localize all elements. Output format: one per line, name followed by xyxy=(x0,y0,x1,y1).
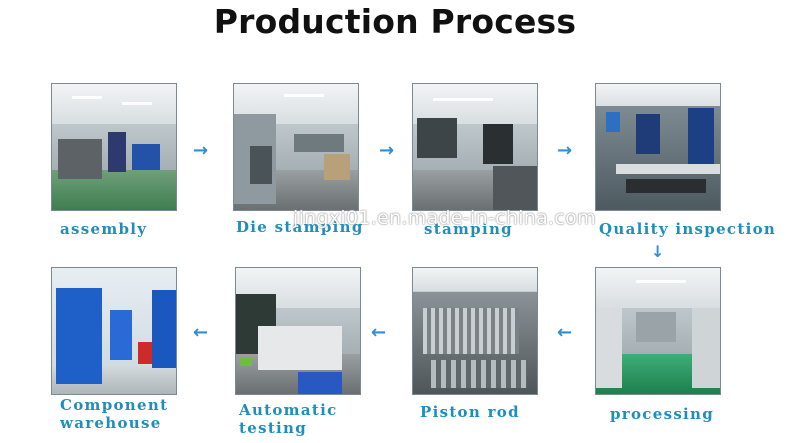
watermark-text: jingxi01.en.made-in-china.com xyxy=(293,207,596,229)
photo-automatic-testing xyxy=(235,267,361,395)
arrow-right-icon: → xyxy=(193,140,209,161)
step-label-line: Component xyxy=(60,396,169,414)
step-label-component-warehouse: Component warehouse xyxy=(60,396,168,432)
arrow-left-icon: ← xyxy=(371,322,387,343)
step-label-line: testing xyxy=(239,419,308,437)
arrow-right-icon: → xyxy=(557,140,573,161)
step-label-piston-rod: Piston rod xyxy=(420,403,520,421)
arrow-left-icon: ← xyxy=(557,322,573,343)
step-label-processing: processing xyxy=(610,405,715,423)
step-label-die-stamping: Die stamping xyxy=(236,218,364,236)
step-label-quality-inspection: Quality inspection xyxy=(599,220,777,238)
photo-piston-rod xyxy=(412,267,538,395)
photo-quality-inspection xyxy=(595,83,721,211)
arrow-down-icon: ↓ xyxy=(651,242,665,261)
photo-component-warehouse xyxy=(51,267,177,395)
photo-processing xyxy=(595,267,721,395)
step-label-assembly: assembly xyxy=(60,220,148,238)
photo-die-stamping xyxy=(233,83,359,211)
step-label-line: warehouse xyxy=(60,414,162,432)
step-label-stamping: stamping xyxy=(424,220,513,238)
page-title: Production Process xyxy=(213,2,577,41)
photo-assembly xyxy=(51,83,177,211)
step-label-line: Automatic xyxy=(239,401,338,419)
photo-stamping xyxy=(412,83,538,211)
arrow-left-icon: ← xyxy=(193,322,209,343)
arrow-right-icon: → xyxy=(379,140,395,161)
step-label-automatic-testing: Automatic testing xyxy=(239,401,338,437)
